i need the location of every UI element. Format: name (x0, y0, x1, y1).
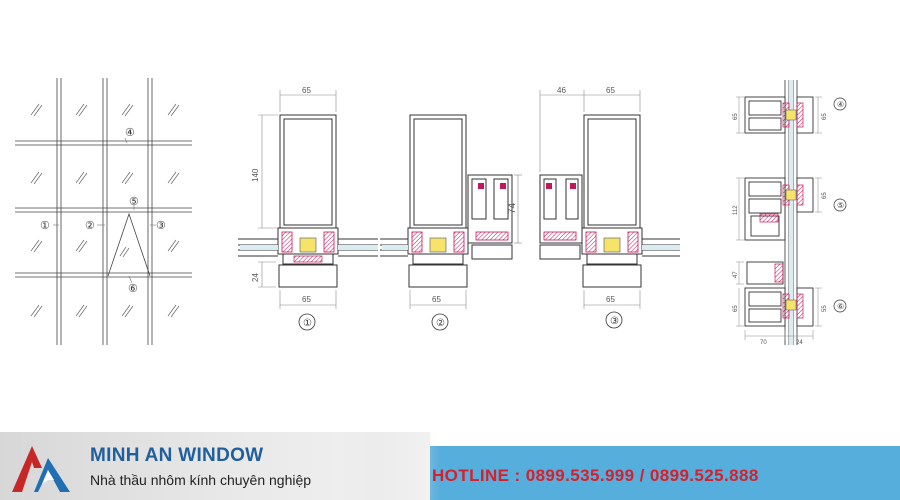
d4-left-dim: 65 (733, 113, 739, 120)
section-2: 65 74 ② (380, 114, 522, 331)
callout-1: ① (40, 220, 50, 232)
hotline-text: HOTLINE : 0899.535.999 / 0899.525.888 (432, 466, 759, 485)
d4-label: ④ (837, 100, 844, 109)
sec1-height-dim: 140 (251, 168, 260, 182)
sec1-gap-dim: 24 (251, 273, 260, 282)
callout-6: ⑥ (128, 283, 138, 295)
technical-drawing: ④ ① ② ⑤ ③ ⑥ 65 140 (15, 78, 847, 346)
callout-4: ④ (125, 127, 135, 139)
sec1-label: ① (303, 318, 312, 329)
brand-name: MINH AN WINDOW (90, 445, 264, 466)
callout-2: ② (85, 220, 95, 232)
d5-right-dim: 65 (822, 192, 828, 199)
d5-label: ⑤ (837, 201, 844, 210)
sec1-bottom-dim: 65 (302, 295, 311, 304)
d6-bottom-right-dim: 24 (796, 340, 803, 346)
brand-tagline: Nhà thầu nhôm kính chuyên nghiệp (90, 472, 312, 488)
section-3: 46 65 65 ③ (539, 86, 680, 329)
banner-blend (330, 432, 440, 500)
callout-3: ③ (156, 220, 166, 232)
sec2-bottom-dim: 65 (432, 295, 441, 304)
d4-right-dim: 65 (822, 113, 828, 120)
section-1: 65 140 24 65 ① (238, 86, 378, 331)
d6-right-dim: 55 (822, 305, 828, 312)
sec3-top-dim: 65 (606, 86, 615, 95)
d6-label: ⑥ (837, 302, 844, 311)
d6-top-dim: 47 (733, 271, 739, 278)
footer-banner: MINH AN WINDOW Nhà thầu nhôm kính chuyên… (0, 432, 900, 500)
sec2-depth-dim: 74 (507, 202, 518, 214)
sec3-left-dim: 46 (557, 86, 566, 95)
sec1-top-dim: 65 (302, 86, 311, 95)
sec3-label: ③ (610, 316, 619, 327)
sec2-label: ② (436, 318, 445, 329)
hotline-bar (380, 446, 900, 500)
brand-logo-icon (12, 446, 70, 492)
elevation-leaders (53, 137, 156, 284)
d6-left-dim: 65 (733, 305, 739, 312)
sec3-bottom-dim: 65 (606, 295, 615, 304)
elevation-grid (15, 78, 192, 345)
callout-5: ⑤ (129, 196, 139, 208)
details-column: 65 65 ④ 112 65 ⑤ (733, 80, 847, 346)
glass-marks (30, 103, 180, 318)
d6-bottom-left-dim: 70 (760, 340, 767, 346)
d5-left-dim: 112 (733, 205, 739, 215)
